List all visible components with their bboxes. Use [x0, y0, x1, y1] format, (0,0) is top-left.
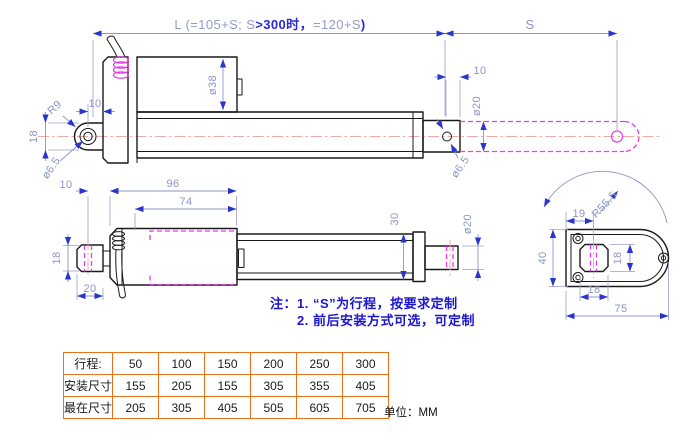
dim-label-40: 40 — [537, 251, 549, 264]
dim-label-10-right: 10 — [473, 65, 486, 77]
rear-mount-block — [76, 239, 110, 278]
end-view: R55.5 19 40 18 18 75 — [537, 170, 670, 320]
rear-clevis — [73, 122, 103, 151]
note-line-1: 注：1. “S”为行程，按要求定制 — [270, 296, 458, 311]
table-cell: 405 — [204, 396, 252, 419]
drive-nut — [579, 238, 609, 278]
dim-label-dia38: ø38 — [207, 75, 219, 95]
table-cell: 150 — [204, 352, 252, 375]
table-cell: 155 — [112, 374, 160, 397]
table-cell: 705 — [342, 396, 390, 419]
dim-label-18-top: 18 — [51, 251, 63, 264]
dim-label-74: 74 — [179, 196, 192, 208]
dim-label-10-left: 10 — [88, 98, 101, 110]
dim-label-dia20-top: ø20 — [462, 214, 474, 234]
dim-label-75: 75 — [614, 303, 627, 315]
dim-label-stroke-S: S — [525, 17, 534, 32]
table-cell: 605 — [296, 396, 344, 419]
dim-label-18-side: 18 — [612, 251, 624, 264]
table-cell: 505 — [250, 396, 298, 419]
side-view: L (=105+S; S>300时，=120+S) S 10 ø20 ø38 1… — [28, 17, 660, 181]
notes: 注：1. “S”为行程，按要求定制 2. 前后安装方式可选，可定制 — [270, 296, 475, 328]
cable — [106, 35, 126, 58]
table-cell: 205 — [158, 374, 206, 397]
table-cell: 50 — [112, 352, 160, 375]
dim-label-R9: R9 — [45, 98, 64, 117]
table-cell: 300 — [342, 352, 390, 375]
dim-label-overall-length: L (=105+S; S>300时，=120+S) — [174, 17, 365, 32]
end-bracket — [565, 228, 670, 288]
table-cell: 205 — [112, 396, 160, 419]
dim-label-18-bottom: 18 — [587, 284, 600, 296]
unit-label: 单位：MM — [384, 407, 438, 419]
motor-body — [136, 56, 243, 113]
dim-label-30: 30 — [389, 212, 401, 225]
table-cell: 155 — [204, 374, 252, 397]
outer-tube-top — [236, 233, 414, 281]
dim-label-dia65-left: ø6.5 — [40, 155, 63, 181]
dim-label-dia20-side: ø20 — [471, 96, 483, 116]
spring-grommet — [112, 56, 130, 79]
table-cell: 305 — [250, 374, 298, 397]
dim-label-18-clevis: 18 — [28, 130, 40, 143]
dim-label-19: 19 — [572, 208, 585, 220]
table-cell: 安装尺寸 — [62, 374, 114, 397]
dim-label-R555: R55.5 — [590, 189, 620, 220]
table-cell: 405 — [342, 374, 390, 397]
outer-tube — [136, 111, 424, 159]
table-cell: 200 — [250, 352, 298, 375]
spring-grommet-top — [112, 231, 125, 251]
table-cell: 100 — [158, 352, 206, 375]
extended-rod-phantom — [460, 120, 640, 153]
dimensions-top-view: 10 96 74 18 20 30 — [51, 178, 484, 300]
dim-label-96: 96 — [166, 178, 179, 190]
cable-top — [115, 248, 126, 299]
note-line-2: 2. 前后安装方式可选，可定制 — [297, 313, 475, 328]
dimensions-end-view: R55.5 19 40 18 18 75 — [537, 170, 669, 320]
table-cell: 最在尺寸 — [62, 396, 114, 419]
housing-top — [109, 227, 238, 286]
table-cell: 行程: — [62, 352, 114, 375]
dim-label-dia65-right: ø6.5 — [449, 154, 472, 180]
table-cell: 305 — [158, 396, 206, 419]
dim-label-10-top: 10 — [59, 179, 72, 191]
table-cell: 355 — [296, 374, 344, 397]
rod-top — [412, 231, 459, 283]
dim-label-20: 20 — [83, 283, 96, 295]
top-view: 10 96 74 18 20 30 — [51, 178, 484, 300]
table-cell: 250 — [296, 352, 344, 375]
